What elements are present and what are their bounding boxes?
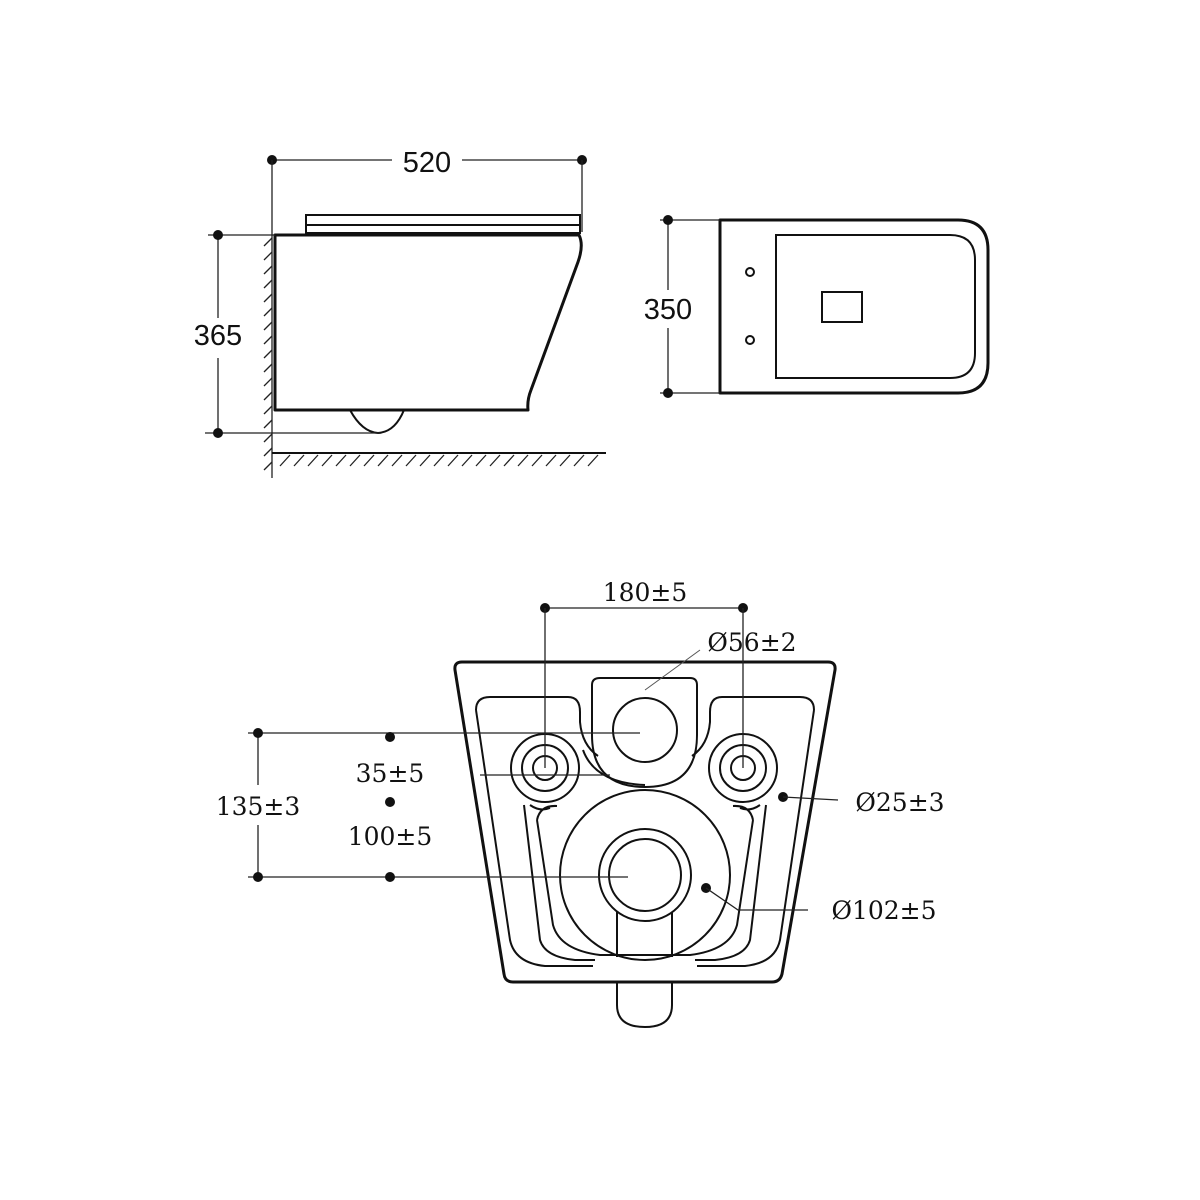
flush-inlet	[612, 697, 678, 763]
outlet-offset-dimension: 100±5	[348, 822, 433, 851]
inlet-offset-dimension: 35±5	[356, 759, 425, 788]
depth-dimension: 350	[644, 294, 692, 326]
outlet	[608, 838, 682, 912]
outlet-ring	[598, 828, 692, 922]
top-view: 350	[644, 215, 990, 398]
trapway-housing	[559, 789, 731, 961]
outlet-trap	[349, 409, 405, 435]
seat-hinge-hole	[745, 267, 755, 277]
height-dimension: 365	[194, 320, 242, 352]
flush-inlet-dimension: Ø56±2	[707, 628, 796, 657]
rear-outline	[453, 660, 837, 984]
width-dimension: 520	[403, 147, 451, 179]
bowl-top-outline	[718, 218, 990, 395]
inlet-spacing-dimension: 180±5	[603, 578, 688, 607]
seat-hinge-hole	[745, 335, 755, 345]
outlet-dimension: Ø102±5	[831, 896, 936, 925]
height-tolerance-dimension: 135±3	[216, 792, 301, 821]
bolt-hole-dimension: Ø25±3	[855, 788, 944, 817]
side-view: 520 365	[194, 147, 606, 478]
bowl-side-profile	[273, 233, 583, 412]
outlet-spigot	[616, 982, 673, 1029]
rear-view: 180±5 Ø56±2 135±3 35±5 100±5 Ø25±3 Ø102±…	[216, 575, 945, 1029]
